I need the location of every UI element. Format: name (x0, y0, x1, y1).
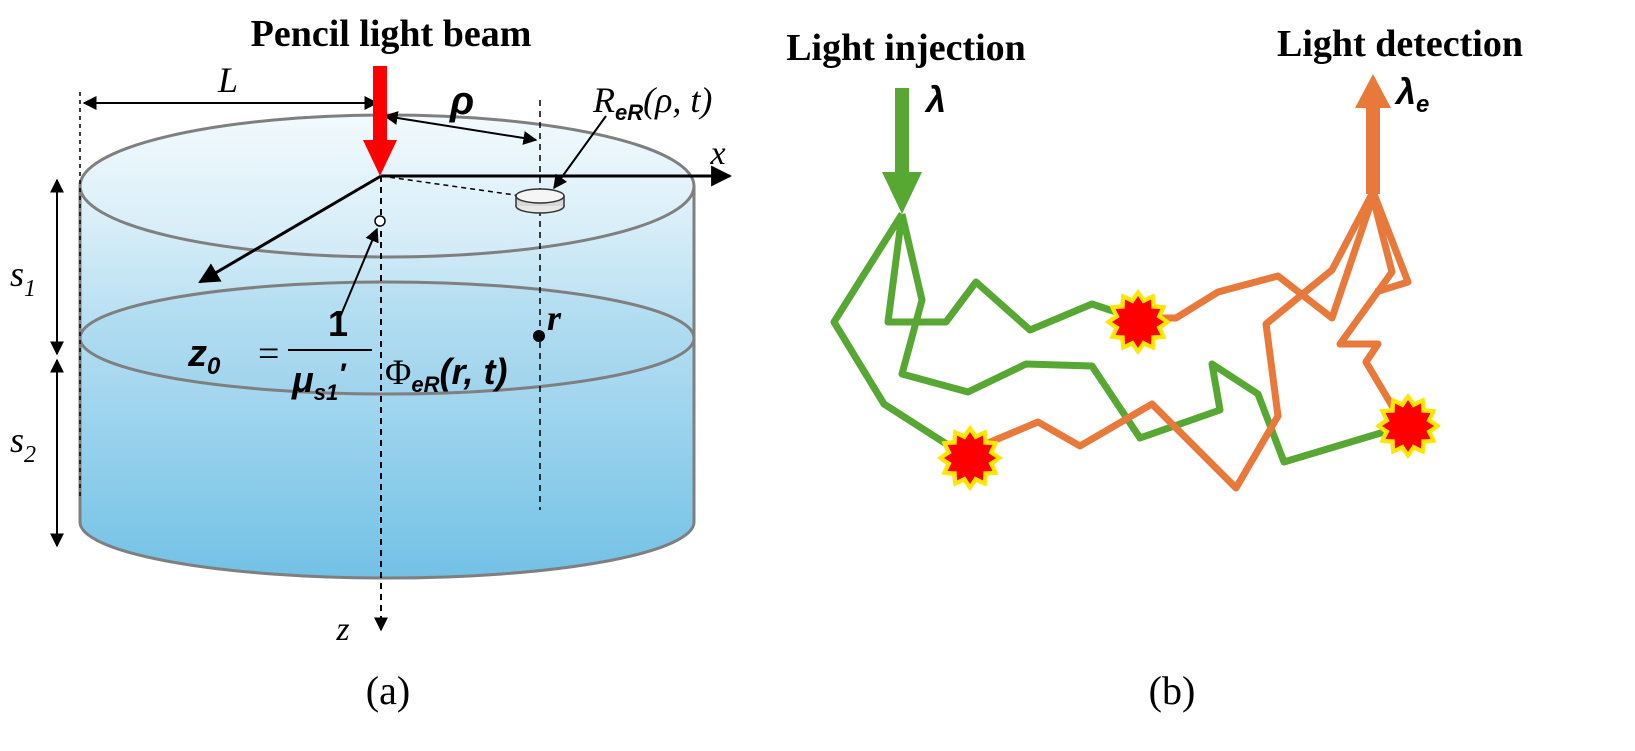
fluence-main: Φ (385, 352, 411, 392)
s1-label-main: s (10, 254, 24, 294)
panel-b: Light injection Light detection λ λe (786, 23, 1523, 713)
x-axis-label: x (709, 135, 725, 172)
z0-numerator: 1 (328, 303, 348, 344)
injection-label: Light injection (786, 27, 1026, 69)
detector-icon (515, 188, 565, 214)
svg-text:μs1′: μs1′ (291, 358, 347, 405)
caption-b: (b) (1149, 668, 1196, 713)
z-axis-label: z (335, 611, 349, 648)
emission-path (960, 190, 1408, 492)
emission-path-branch (1134, 190, 1412, 322)
excitation-path (830, 212, 964, 457)
fluence-sub: eR (411, 372, 439, 397)
panel-a: Pencil light beam L ρ ReR(ρ, t) x z s1 s… (10, 13, 733, 713)
rho-dimension-arrow (383, 111, 538, 145)
z0-source-point (374, 215, 386, 227)
s2-label-main: s (10, 420, 24, 460)
z0-equals: = (258, 333, 279, 375)
y-axis-line (198, 174, 382, 284)
cylinder-bottom-rim (78, 521, 696, 580)
s1-label: s1 (10, 254, 36, 302)
fluorescence-event-star (937, 425, 1003, 491)
z0-pointer (337, 227, 379, 323)
beam-label: Pencil light beam (251, 13, 532, 55)
excitation-path-branch-2 (898, 213, 1406, 466)
s1-label-sub: 1 (24, 276, 36, 302)
detector-label-args: (ρ, t) (643, 80, 712, 120)
fluence-label: ΦeR(r, t) (385, 351, 507, 397)
z0-denominator-sub: s1 (314, 380, 338, 405)
excitation-path-branch (884, 213, 1136, 334)
detection-symbol-sub: e (1416, 91, 1429, 118)
s2-label-sub: 2 (24, 442, 36, 468)
detection-arrow (1355, 74, 1391, 194)
fluorescence-event-star (1105, 289, 1171, 355)
detector-label: ReR(ρ, t) (592, 80, 712, 125)
detection-label: Light detection (1277, 23, 1523, 65)
z0-lhs-sub: 0 (207, 353, 221, 380)
z0-lhs: z (187, 333, 207, 375)
detection-symbol: λe (1394, 71, 1429, 118)
point-r-label: r (547, 298, 562, 338)
injection-arrow (882, 88, 922, 214)
z0-formula: z0 = 1 μs1′ (187, 303, 372, 405)
z0-denominator: μ (291, 359, 314, 400)
fluorescence-event-star (1375, 393, 1441, 459)
svg-text:z0: z0 (187, 333, 221, 380)
pencil-beam-arrow (363, 66, 397, 176)
z0-prime: ′ (338, 358, 347, 391)
fluence-args: (r, t) (439, 351, 507, 392)
rho-dashed-line (380, 175, 523, 197)
injection-symbol: λ (924, 79, 946, 120)
dim-rho-label: ρ (449, 79, 474, 123)
detector-pointer (553, 115, 607, 190)
s2-label: s2 (10, 420, 36, 468)
point-r-dot (533, 330, 545, 342)
detector-label-sub: eR (615, 100, 643, 125)
dim-L-label: L (217, 60, 238, 100)
detector-label-main: R (592, 80, 615, 120)
caption-a: (a) (366, 668, 410, 713)
detection-symbol-main: λ (1394, 71, 1416, 112)
